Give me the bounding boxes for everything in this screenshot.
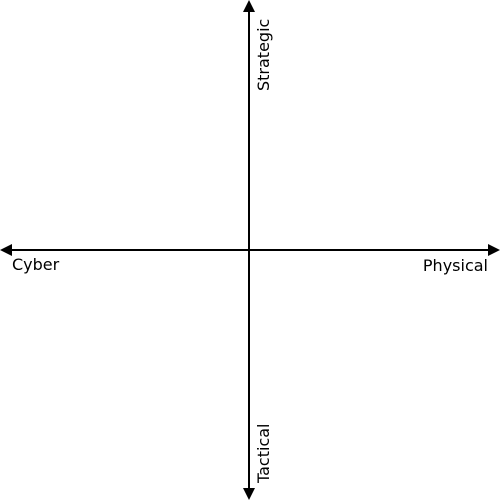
label-tactical: Tactical xyxy=(254,424,273,485)
label-cyber: Cyber xyxy=(12,255,60,274)
arrow-right-icon xyxy=(488,244,500,256)
label-physical: Physical xyxy=(423,256,488,275)
arrow-up-icon xyxy=(243,0,255,12)
arrow-down-icon xyxy=(243,488,255,500)
label-strategic: Strategic xyxy=(254,19,273,91)
arrow-left-icon xyxy=(0,244,12,256)
